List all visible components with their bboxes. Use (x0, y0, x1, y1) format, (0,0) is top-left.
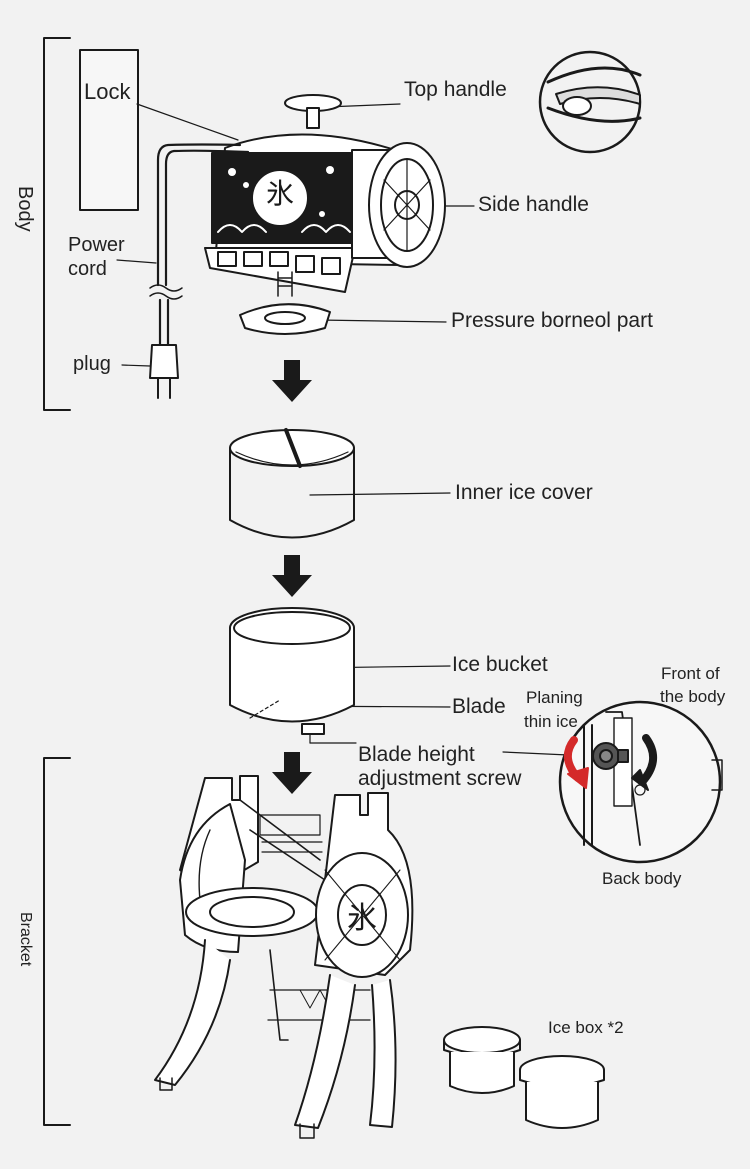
step-arrows (272, 360, 312, 794)
inner-ice-cover-label: Inner ice cover (455, 481, 593, 504)
bracket-stand-drawing: 氷 (154, 775, 414, 1139)
planing-label-line1: Planing (526, 688, 583, 707)
power-cord-label-line1: Power (68, 234, 125, 256)
shaver-body-drawing (204, 94, 446, 335)
body-section-bracket (43, 37, 71, 411)
planing-label-line2: thin ice (524, 712, 578, 731)
ice-bucket-drawing (229, 607, 355, 735)
pressure-part-label: Pressure borneol part (451, 309, 653, 332)
front-body-label-line2: the body (660, 687, 726, 706)
body-emblem-glyph: 氷 (266, 177, 295, 210)
top-handle-label: Top handle (404, 78, 507, 101)
blade-screw-label-line2: adjustment screw (358, 767, 522, 790)
front-body-label-line1: Front of (661, 664, 720, 683)
blade-label: Blade (452, 695, 506, 718)
top-handle-detail (538, 50, 642, 154)
ice-bucket-label: Ice bucket (452, 653, 548, 676)
bracket-section-title: Bracket (17, 912, 34, 967)
blade-detail-circle (558, 700, 723, 864)
ice-box-label: Ice box *2 (548, 1018, 624, 1037)
inner-ice-cover-drawing (229, 428, 355, 539)
bracket-section-bracket (43, 757, 71, 1126)
ice-box-drawing (443, 1026, 605, 1129)
back-body-label: Back body (602, 869, 682, 888)
power-cord-drawing (149, 143, 250, 399)
blade-screw-label-line1: Blade height (358, 743, 475, 766)
power-cord-label-line2: cord (68, 258, 107, 280)
lock-panel (79, 49, 139, 211)
lock-label: Lock (84, 79, 131, 104)
bracket-emblem-glyph: 氷 (347, 901, 377, 936)
body-section-title: Body (14, 186, 36, 232)
side-handle-label: Side handle (478, 193, 589, 216)
plug-label: plug (73, 353, 111, 375)
